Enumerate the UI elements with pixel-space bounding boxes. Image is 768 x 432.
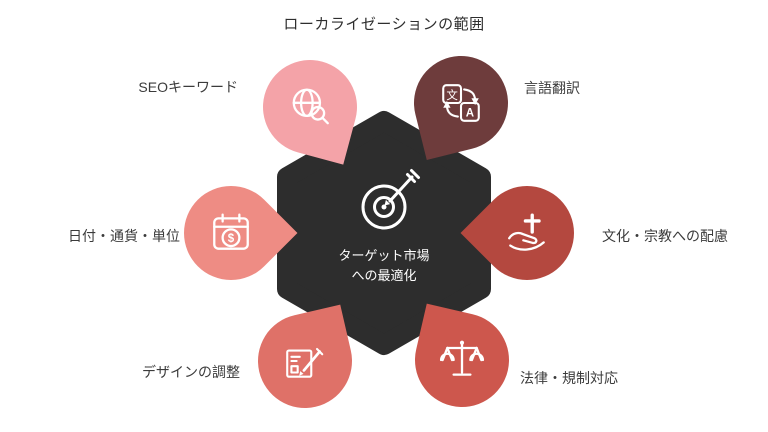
node-legal-regulation xyxy=(405,303,519,417)
label-design-adjustment: デザインの調整 xyxy=(142,364,240,380)
node-seo-keywords xyxy=(252,49,368,165)
node-date-currency-units: $ xyxy=(164,166,298,300)
label-legal-regulation: 法律・規制対応 xyxy=(520,370,618,386)
svg-text:A: A xyxy=(466,108,474,120)
scales-icon xyxy=(439,340,485,376)
label-language-translation: 言語翻訳 xyxy=(524,80,580,96)
center-label-line1: ターゲット市場 xyxy=(338,248,430,263)
node-design-adjustment xyxy=(248,304,362,418)
label-date-currency-units: 日付・通貨・単位 xyxy=(68,228,180,244)
diagram-title: ローカライゼーションの範囲 xyxy=(283,16,485,33)
translate-icon: 文 A xyxy=(442,84,480,122)
hexagon-shape xyxy=(277,111,491,355)
svg-text:文: 文 xyxy=(446,88,458,102)
hand-cross-icon xyxy=(508,213,545,251)
globe-search-icon xyxy=(292,88,329,125)
calendar-currency-icon: $ xyxy=(213,213,249,250)
label-seo-keywords: SEOキーワード xyxy=(138,79,238,95)
node-language-translation: 文 A xyxy=(404,46,518,160)
center-label-line2: への最適化 xyxy=(351,267,417,283)
svg-text:$: $ xyxy=(228,233,235,245)
design-edit-icon xyxy=(286,347,324,378)
label-culture-religion: 文化・宗教への配慮 xyxy=(602,228,728,244)
node-culture-religion xyxy=(460,166,594,300)
center-label: ターゲット市場 への最適化 xyxy=(324,246,444,285)
target-dart-icon xyxy=(361,169,420,230)
center-hexagon xyxy=(277,111,491,355)
